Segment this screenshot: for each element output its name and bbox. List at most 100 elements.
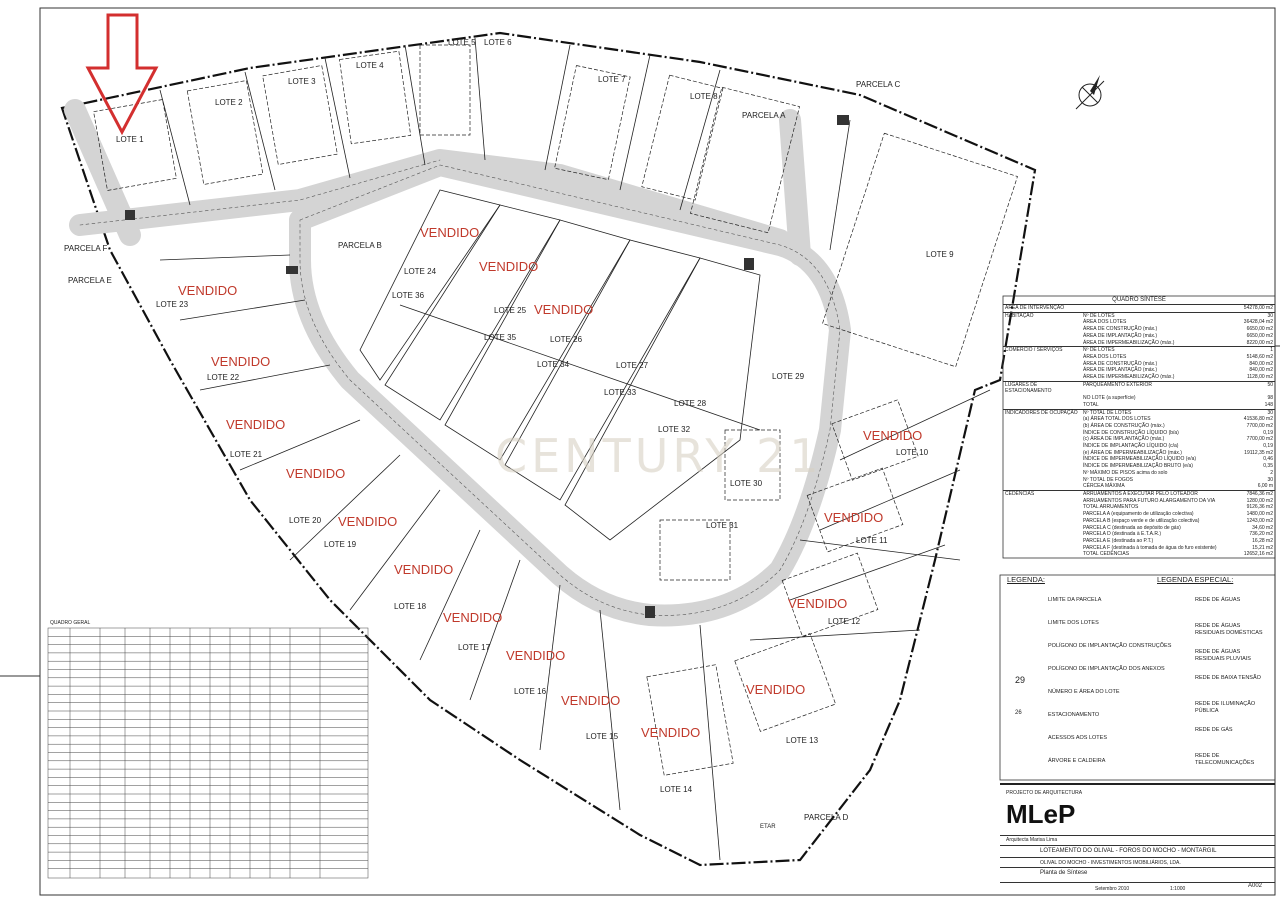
legend-item: POLÍGONO DE IMPLANTAÇÃO CONSTRUÇÕES [1048, 643, 1172, 649]
sold-label: VENDIDO [420, 225, 479, 240]
table-cell: 19112,35 m2 [1244, 449, 1273, 456]
table-cell: PARCELA F (destinada à tomada de água do… [1083, 544, 1217, 551]
lot-label: LOTE 7 [598, 75, 626, 84]
parcel-boundary [60, 31, 1037, 867]
legend-sample: 26 [1015, 710, 1022, 716]
legend-item: LIMITE DA PARCELA [1048, 597, 1102, 603]
table-cell: Nº TOTAL DE LOTES [1081, 408, 1231, 417]
owner: OLIVAL DO MOCHO - INVESTIMENTOS IMOBILIÁ… [1000, 857, 1275, 868]
table-cell: 54278,00 m2 [1231, 304, 1275, 313]
legend-sample: 29 [1015, 675, 1026, 685]
table-cell: PARQUEAMENTO EXTERIOR [1081, 380, 1231, 396]
sold-label: VENDIDO [226, 417, 285, 432]
table-row: PARCELA F (destinada à tomada de água do… [1003, 545, 1275, 552]
lot-label: LOTE 27 [616, 361, 649, 370]
legend-special-title: LEGENDA ESPECIAL: [1157, 575, 1234, 584]
table-cell [1003, 551, 1081, 558]
table-cell: ÁREA DE IMPERMEABILIZAÇÃO (máx.) [1083, 339, 1175, 346]
table-cell [1003, 518, 1081, 525]
title-block-footer: Setembro 2010 1:1000 A002 [1000, 882, 1275, 892]
table-cell: ÁREA DE CONSTRUÇÃO (máx.) [1083, 326, 1158, 333]
sold-label: VENDIDO [824, 510, 883, 525]
lot-label: LOTE 22 [207, 373, 240, 382]
table-cell [1003, 456, 1081, 463]
table-cell: (a) ÁREA TOTAL DOS LOTES [1083, 416, 1151, 423]
sold-label: VENDIDO [561, 693, 620, 708]
scale: 1:1000 [1170, 886, 1186, 892]
table-cell: 0,19 [1263, 429, 1273, 436]
lot-label: LOTE 6 [484, 38, 512, 47]
legend-item: NÚMERO E ÁREA DO LOTE [1048, 689, 1120, 695]
table-cell: 36428,04 m2 [1243, 319, 1273, 326]
parcel-label: PARCELA D [804, 813, 849, 822]
sold-label: VENDIDO [506, 648, 565, 663]
table-cell: 6650,00 m2 [1246, 326, 1273, 333]
table-cell [1003, 340, 1081, 347]
table-cell: PARCELA C (destinada ao depósito de gás) [1083, 524, 1181, 531]
table-cell [1003, 545, 1081, 552]
legend-item: ACESSOS AOS LOTES [1048, 735, 1107, 741]
lot-label: LOTE 9 [926, 250, 954, 259]
table-cell [1003, 511, 1081, 518]
lot-label: LOTE 34 [537, 360, 570, 369]
lot-label: LOTE 17 [458, 643, 491, 652]
table-cell: 1128,00 m2 [1246, 374, 1273, 381]
table-cell: ÍNDICE DE IMPERMEABILIZAÇÃO BRUTO (e/a) [1083, 463, 1193, 470]
table-cell [1003, 443, 1081, 450]
legend-item: POLÍGONO DE IMPLANTAÇÃO DOS ANEXOS [1048, 666, 1165, 672]
legend-special-item: REDE DE ÁGUAS [1195, 597, 1241, 603]
table-cell: 736,20 m2 [1249, 531, 1273, 538]
lot-label: LOTE 31 [706, 521, 739, 530]
implantation-polygons [93, 44, 1018, 776]
table-cell [1003, 483, 1081, 490]
table-cell: TOTAL [1083, 401, 1099, 408]
table-cell: 840,00 m2 [1249, 367, 1273, 374]
table-cell [1003, 525, 1081, 532]
table-cell: 1243,00 m2 [1246, 517, 1273, 524]
table-cell: (e) ÁREA DE IMPERMEABILIZAÇÃO (máx.) [1083, 449, 1182, 456]
lot-label: LOTE 14 [660, 785, 693, 794]
table-cell: 34,60 m2 [1252, 524, 1273, 531]
table-cell [1081, 304, 1231, 313]
table-row: PARCELA C (destinada ao depósito de gás)… [1003, 525, 1275, 532]
table-cell: ARRUAMENTOS A EXECUTAR PELO LOTEADOR [1081, 489, 1231, 498]
table-cell: 6650,00 m2 [1246, 332, 1273, 339]
table-cell: LUGARES DE ESTACIONAMENTO [1003, 380, 1081, 396]
table-row: (e) ÁREA DE IMPERMEABILIZAÇÃO (máx.) 1911… [1003, 450, 1275, 457]
project-title: LOTEAMENTO DO OLIVAL - FOROS DO MOCHO - … [1000, 845, 1275, 856]
table-cell [1003, 326, 1081, 333]
table-cell [1003, 395, 1081, 402]
table-cell: 41536,80 m2 [1243, 416, 1273, 423]
table-cell: Nº MÁXIMO DE PISOS acima do solo [1083, 469, 1168, 476]
lot-label: LOTE 32 [658, 425, 691, 434]
table-row: PARCELA D (destinada à E.T.A.R.)736,20 m… [1003, 531, 1275, 538]
table-cell [1003, 319, 1081, 326]
table-cell: ÍNDICE DE IMPLANTAÇÃO LÍQUIDO (c/a) [1083, 443, 1179, 450]
table-row: ÍNDICE DE CONSTRUÇÃO LÍQUIDO (b/a)0,19 [1003, 430, 1275, 437]
parcel-label: PARCELA E [68, 276, 112, 285]
sold-label: VENDIDO [443, 610, 502, 625]
quadro-geral: QUADRO GERAL [48, 620, 368, 885]
lot-label: LOTE 24 [404, 267, 437, 276]
table-cell: 30 [1231, 311, 1275, 320]
parcel-label: PARCELA F [64, 244, 108, 253]
table-cell: 16,28 m2 [1252, 537, 1273, 544]
lot-label: LOTE 36 [392, 291, 425, 300]
table-row: PARCELA B (espaço verde e de utilização … [1003, 518, 1275, 525]
table-cell: CEDÊNCIAS [1003, 489, 1081, 498]
legend: LEGENDA: LEGENDA ESPECIAL: LIMITE DA PAR… [1003, 575, 1275, 780]
table-cell [1003, 367, 1081, 374]
lot-label: LOTE 2 [215, 98, 243, 107]
table-row: ARRUAMENTOS PARA FUTURO ALARGAMENTO DA V… [1003, 498, 1275, 505]
lot-labels: LOTE 1 LOTE 2 LOTE 3 LOTE 4 LOTE 5 LOTE … [64, 38, 954, 830]
lot-label: LOTE 1 [116, 135, 144, 144]
lot-label: LOTE 4 [356, 61, 384, 70]
table-row: (b) ÁREA DE CONSTRUÇÃO (máx.)7700,00 m2 [1003, 423, 1275, 430]
century21-watermark: CENTURY 21 [495, 429, 823, 483]
